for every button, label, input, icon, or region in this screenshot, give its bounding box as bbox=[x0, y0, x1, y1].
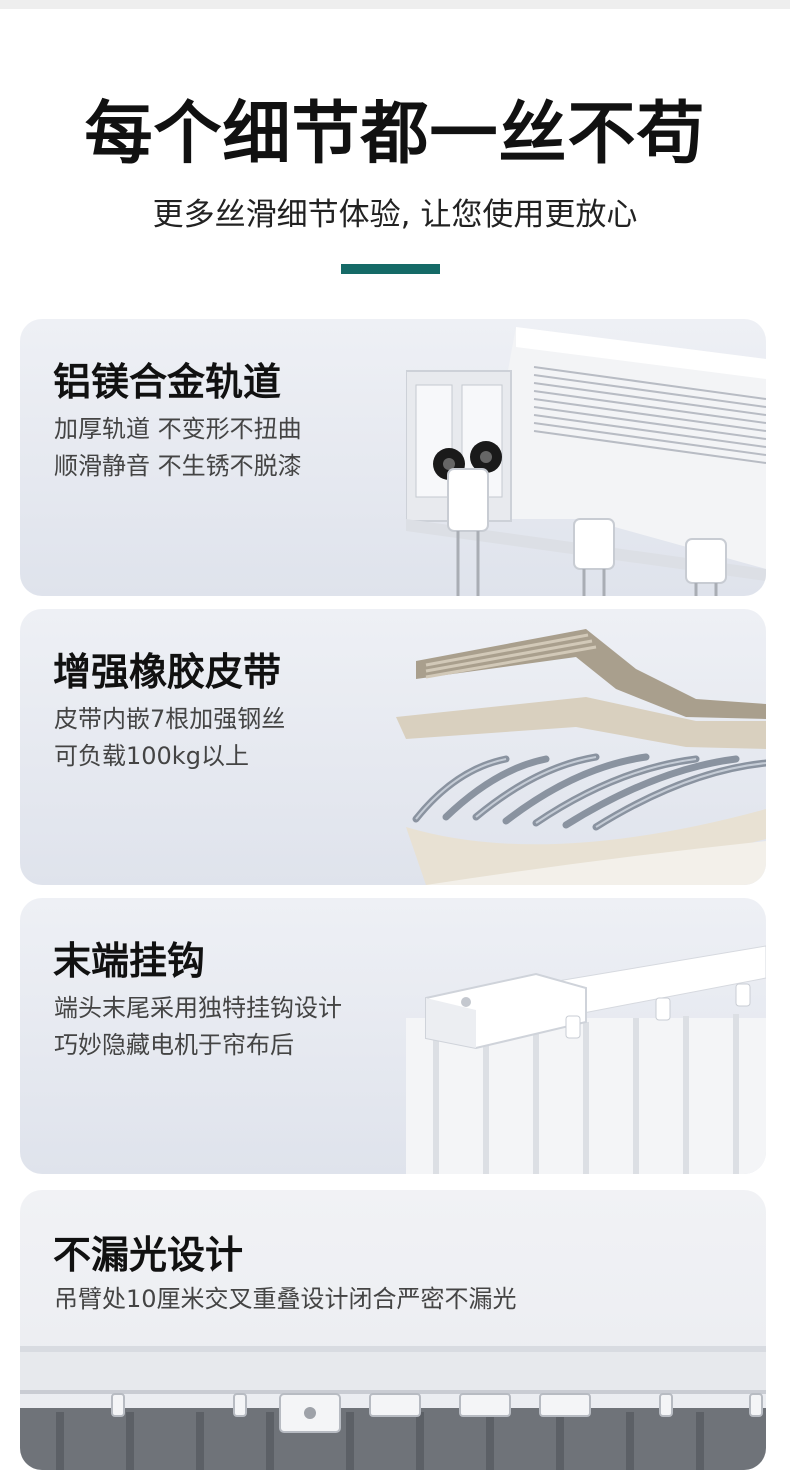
feature-description-line: 吊臂处10厘米交叉重叠设计闭合严密不漏光 bbox=[54, 1285, 517, 1313]
feature-description-line: 端头末尾采用独特挂钩设计 bbox=[54, 994, 342, 1022]
top-divider-strip bbox=[0, 0, 790, 9]
feature-card-no-light-leak: 不漏光设计 吊臂处10厘米交叉重叠设计闭合严密不漏光 bbox=[20, 1190, 766, 1470]
feature-description-line: 加厚轨道 不变形不扭曲 bbox=[54, 415, 302, 443]
feature-description-line: 顺滑静音 不生锈不脱漆 bbox=[54, 452, 302, 480]
end-hook-image bbox=[406, 945, 766, 1174]
reinforced-belt-image bbox=[396, 629, 766, 885]
page-title: 每个细节都一丝不苟 bbox=[84, 95, 706, 174]
feature-card-reinforced-belt: 增强橡胶皮带 皮带内嵌7根加强钢丝 可负载100kg以上 bbox=[20, 609, 766, 885]
accent-bar bbox=[341, 264, 440, 274]
feature-title: 铝镁合金轨道 bbox=[53, 360, 282, 404]
overlap-curtain-image bbox=[20, 1346, 766, 1470]
feature-title: 增强橡胶皮带 bbox=[53, 650, 282, 694]
feature-title: 末端挂钩 bbox=[53, 939, 206, 983]
feature-card-end-hook: 末端挂钩 端头末尾采用独特挂钩设计 巧妙隐藏电机于帘布后 bbox=[20, 898, 766, 1174]
feature-description-line: 皮带内嵌7根加强钢丝 bbox=[54, 705, 286, 733]
feature-title: 不漏光设计 bbox=[53, 1233, 244, 1277]
feature-description-line: 可负载100kg以上 bbox=[54, 742, 249, 770]
feature-description-line: 巧妙隐藏电机于帘布后 bbox=[54, 1031, 294, 1059]
page-subtitle: 更多丝滑细节体验, 让您使用更放心 bbox=[152, 197, 638, 233]
aluminum-track-image bbox=[406, 327, 766, 596]
feature-card-aluminum-track: 铝镁合金轨道 加厚轨道 不变形不扭曲 顺滑静音 不生锈不脱漆 bbox=[20, 319, 766, 596]
